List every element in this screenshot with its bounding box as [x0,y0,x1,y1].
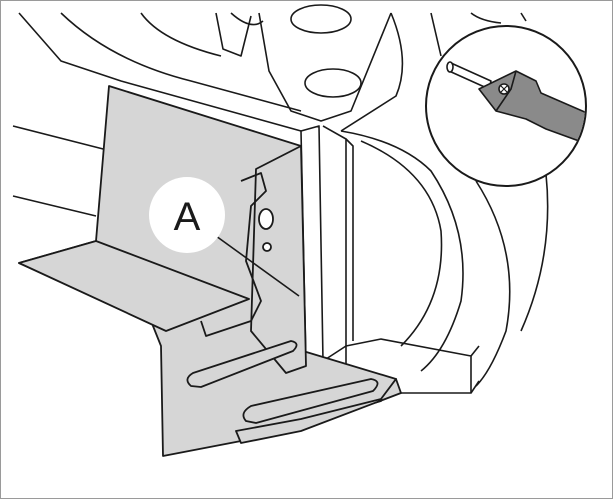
callout-leader-line [215,235,300,297]
machine-body [12,4,549,394]
callout-a-label: A [174,195,201,239]
callout-a: A [149,177,225,253]
magnified-detail-inset [425,25,587,187]
highlighted-bracket [18,85,402,457]
